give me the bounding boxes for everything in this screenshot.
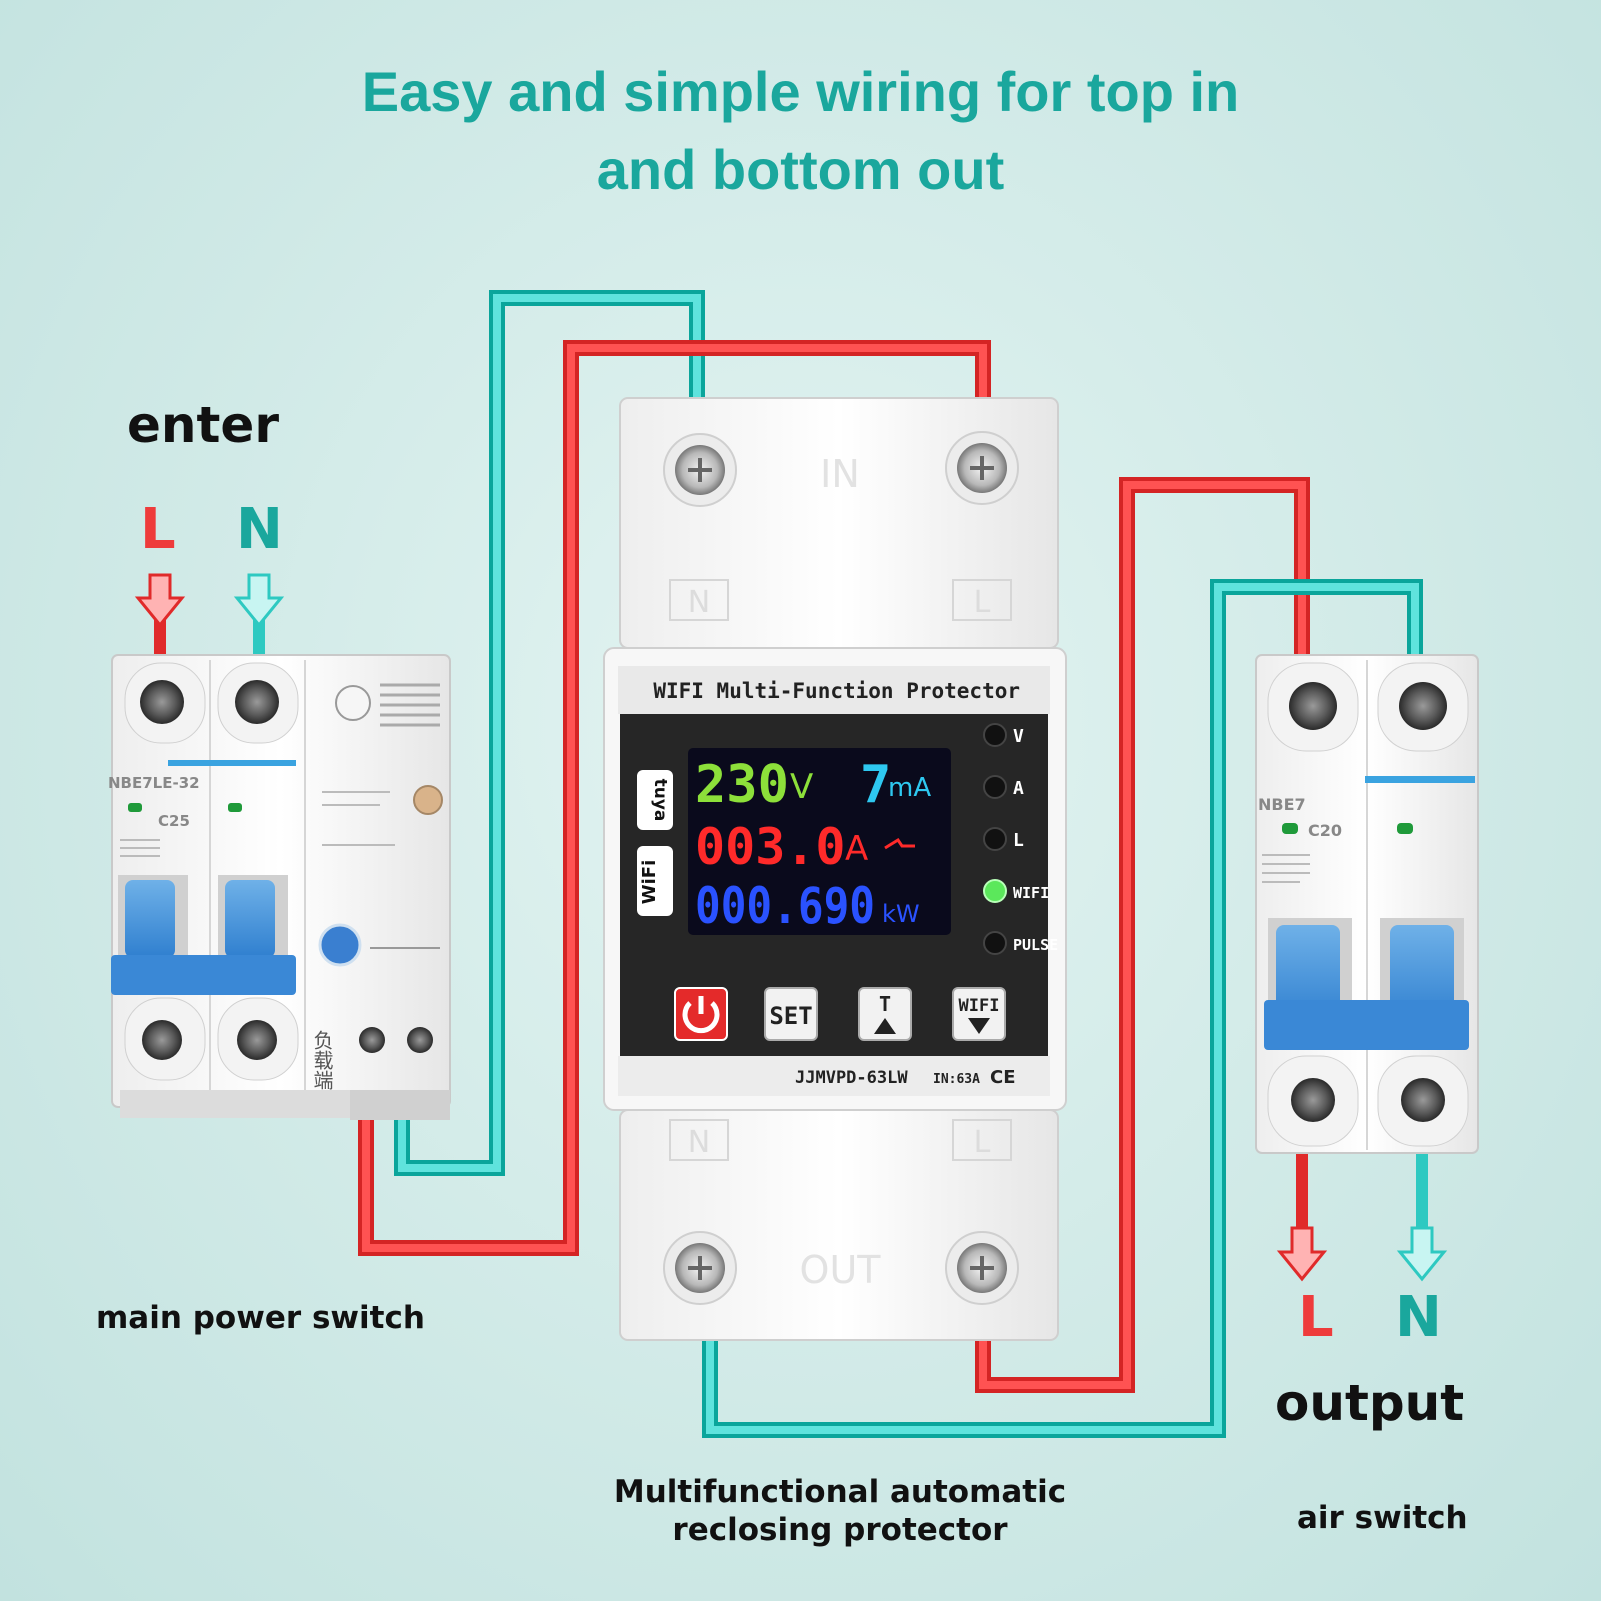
- title-line-1: Easy and simple wiring for top in: [361, 60, 1240, 123]
- wifi-button[interactable]: WIFI: [952, 987, 1006, 1041]
- air-switch: NBE7 C20: [1255, 654, 1479, 1154]
- lcd-screen: [688, 748, 951, 935]
- output-live-arrow: [1276, 1226, 1328, 1282]
- air-switch-label: air switch: [1297, 1500, 1468, 1536]
- output-live-letter: L: [1298, 1285, 1334, 1350]
- up-button[interactable]: T: [858, 987, 912, 1041]
- lcd-voltage: 230: [695, 755, 789, 815]
- protector-top-n-mark: N: [688, 585, 710, 620]
- air-switch-rating: C20: [1308, 821, 1342, 840]
- input-neutral-letter: N: [236, 497, 283, 562]
- wires: [154, 290, 1428, 1438]
- main-breaker-model: NBE7LE-32: [108, 774, 200, 792]
- indicator-label-wifi: WIFI: [1013, 884, 1049, 902]
- arrow-up-icon: [874, 1018, 896, 1034]
- protector-in-mark: IN: [820, 452, 860, 496]
- air-switch-model: NBE7: [1258, 795, 1306, 814]
- lcd-power-unit: kW: [882, 900, 920, 928]
- switch-state-icon: [884, 837, 915, 850]
- screw-icon: [237, 1020, 277, 1060]
- indicator-label-a: A: [1013, 778, 1024, 799]
- input-neutral-arrow: [233, 573, 285, 628]
- screw-icon: [1291, 1078, 1335, 1122]
- indicator-label-l: L: [1013, 830, 1024, 851]
- input-heading: enter: [127, 396, 279, 454]
- lcd-leakage: 7: [860, 755, 891, 815]
- up-button-label: T: [879, 992, 891, 1016]
- power-button[interactable]: [674, 987, 728, 1041]
- load-side-mark: 负载端: [310, 1030, 334, 1090]
- protector-bottom-n-mark: N: [688, 1125, 710, 1160]
- protector-rating: IN:63A: [933, 1072, 980, 1087]
- title-line-2: and bottom out: [596, 138, 1005, 201]
- protector-panel-title: WIFI Multi-Function Protector: [653, 679, 1020, 703]
- protector-out-mark: OUT: [800, 1248, 882, 1292]
- screw-icon: [1399, 682, 1447, 730]
- indicator-led-v: [983, 723, 1007, 747]
- protector-device: IN N L WIFI Multi-Function Protector tuy…: [603, 397, 1067, 1341]
- screw-icon: [1289, 682, 1337, 730]
- wifi-button-label: WIFI: [959, 996, 1000, 1016]
- input-live-letter: L: [140, 497, 176, 562]
- screw-icon: [142, 1020, 182, 1060]
- screw-icon: [140, 680, 184, 724]
- protector-label-line-1: Multifunctional automatic: [613, 1474, 1067, 1510]
- protector-top-l-mark: L: [974, 585, 991, 620]
- set-button-label: SET: [769, 1002, 812, 1030]
- indicator-label-v: V: [1013, 726, 1024, 747]
- indicator-led-a: [983, 775, 1007, 799]
- lcd-current: 003.0: [695, 818, 846, 876]
- output-neutral-arrow: [1396, 1226, 1448, 1282]
- output-heading: output: [1275, 1374, 1465, 1432]
- main-breaker-rating: C25: [158, 812, 190, 830]
- main-power-switch-label: main power switch: [96, 1300, 425, 1336]
- main-power-switch: NBE7LE-32 C25: [108, 654, 451, 1120]
- lcd-voltage-unit: V: [790, 767, 813, 807]
- screw-icon: [1401, 1078, 1445, 1122]
- ce-mark: CE: [990, 1067, 1016, 1088]
- arrow-down-icon: [968, 1018, 990, 1034]
- indicator-led-l: [983, 827, 1007, 851]
- protector-label-line-2: reclosing protector: [672, 1512, 1008, 1548]
- output-neutral-letter: N: [1395, 1285, 1442, 1350]
- indicator-column: V A L WIFI PULSE: [983, 723, 1058, 955]
- indicator-label-pulse: PULSE: [1013, 936, 1058, 954]
- protector-model: JJMVPD-63LW: [795, 1068, 908, 1088]
- lcd-current-unit: A: [845, 829, 868, 869]
- lcd-power: 000.690: [695, 877, 875, 935]
- screw-icon: [235, 680, 279, 724]
- power-icon: [682, 1001, 720, 1034]
- lcd-leakage-unit: mA: [888, 773, 931, 803]
- wifi-logo: WiFi: [639, 860, 660, 905]
- tuya-logo: tuya: [650, 779, 670, 822]
- input-live-arrow: [134, 573, 186, 628]
- indicator-led-pulse: [983, 931, 1007, 955]
- protector-bottom-l-mark: L: [974, 1125, 991, 1160]
- set-button[interactable]: SET: [764, 987, 818, 1041]
- indicator-led-wifi: [983, 879, 1007, 903]
